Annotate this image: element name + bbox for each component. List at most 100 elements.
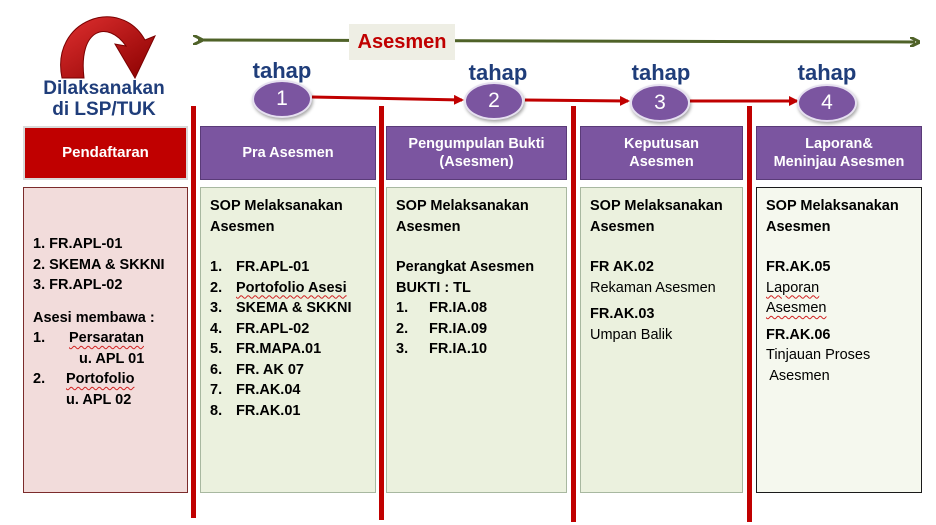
sub-title-line: BUKTI : TL xyxy=(396,279,471,296)
list-item-sub: u. APL 01 xyxy=(79,350,145,367)
list-item: 1. Persaratan xyxy=(33,328,187,349)
list-item-text: Portofolio Asesi xyxy=(236,279,347,296)
divider-3 xyxy=(571,106,576,522)
list-item: 8. FR.AK.01 xyxy=(210,401,375,422)
header-pengumpulan-line-1: Pengumpulan Bukti xyxy=(408,136,545,152)
list-item-number: 5. xyxy=(210,341,223,357)
pengumpulan-box: SOP Melaksanakan Asesmen Perangkat Asesm… xyxy=(386,187,567,493)
list-item-text: FR.APL-02 xyxy=(236,320,310,337)
form-code: FR AK.02 xyxy=(590,259,654,275)
stage-circle-4: 4 xyxy=(797,84,857,122)
laporan-box: SOP Melaksanakan Asesmen FR.AK.05 Lapora… xyxy=(756,187,922,493)
tahap-label-4: tahap xyxy=(797,60,857,85)
stage-circle-1: 1 xyxy=(252,80,312,118)
list-item-text: FR.IA.10 xyxy=(429,341,488,357)
header-laporan-line-2: Meninjau Asesmen xyxy=(773,154,905,170)
tahap-label-1: tahap xyxy=(252,58,312,83)
box-title-line: Asesmen xyxy=(590,218,655,235)
box-title-line: SOP Melaksanakan xyxy=(766,198,899,214)
list-item-text: FR.AK.01 xyxy=(236,402,301,419)
list-item-number: 3. xyxy=(210,300,223,316)
list-item-text: FR. AK 07 xyxy=(236,361,304,378)
form-desc: Tinjauan Proses xyxy=(766,347,871,363)
header-laporan-line-1: Laporan& xyxy=(805,136,873,152)
list-item-sub: u. APL 02 xyxy=(66,391,132,408)
divider-1 xyxy=(191,106,196,518)
list-item-label: Persaratan xyxy=(69,330,144,346)
list-item-number: 1. xyxy=(33,330,46,346)
sub-title-line: Perangkat Asesmen xyxy=(396,259,535,275)
left-title-line-1: Dilaksanakan xyxy=(43,78,165,99)
list-item-number: 2. xyxy=(33,371,46,387)
list-item-number: 1. xyxy=(396,300,409,316)
box-title-line: Asesmen xyxy=(766,218,831,235)
form-desc: Asesmen xyxy=(766,367,830,384)
list-item-number: 4. xyxy=(210,320,223,337)
asesmen-span-arrow xyxy=(198,40,915,42)
list-item: 2. Portofolio xyxy=(33,369,187,390)
flow-arrow-1-2 xyxy=(311,94,464,105)
header-pengumpulan-bukti: Pengumpulan Bukti (Asesmen) xyxy=(386,126,567,180)
tahap-label-2: tahap xyxy=(468,60,528,85)
form-desc: Asesmen xyxy=(766,298,921,319)
form-code: FR.AK.03 xyxy=(590,306,655,322)
header-pengumpulan-line-2: (Asesmen) xyxy=(439,154,514,170)
list-item: 3. FR.IA.10 xyxy=(396,339,566,360)
list-item-text: FR.APL-01 xyxy=(236,259,310,275)
list-item-number: 2. xyxy=(210,279,223,296)
list-item: 1. FR.APL-01 xyxy=(33,236,123,252)
pendaftaran-box: 1. FR.APL-01 2. SKEMA & SKKNI 3. FR.APL-… xyxy=(23,187,188,493)
list-item-text: FR.IA.09 xyxy=(429,320,488,337)
list-item-number: 8. xyxy=(210,402,223,419)
stage-circle-2: 2 xyxy=(464,82,524,120)
stage-circle-3: 3 xyxy=(630,84,690,122)
list-item: 5. FR.MAPA.01 xyxy=(210,339,375,360)
left-title-line-2: di LSP/TUK xyxy=(52,99,156,120)
list-item-number: 1. xyxy=(210,259,223,275)
asesi-label: Asesi membawa : xyxy=(33,309,155,326)
header-keputusan-line-2: Asesmen xyxy=(629,154,694,170)
left-title: Dilaksanakan di LSP/TUK xyxy=(34,78,174,120)
list-item-number: 3. xyxy=(396,341,409,357)
box-title-line: SOP Melaksanakan xyxy=(590,198,723,214)
list-item-number: 6. xyxy=(210,361,223,378)
tahap-label-3: tahap xyxy=(631,60,691,85)
pra-asesmen-box: SOP Melaksanakan Asesmen 1. FR.APL-01 2. P… xyxy=(200,187,376,493)
form-desc: Umpan Balik xyxy=(590,326,673,343)
list-item: 2. FR.IA.09 xyxy=(396,319,566,340)
list-item: 1. FR.IA.08 xyxy=(396,298,566,319)
list-item: 3. SKEMA & SKKNI xyxy=(210,298,375,319)
asesmen-label: Asesmen xyxy=(349,24,455,60)
list-item-label: Portofolio xyxy=(66,371,135,387)
list-item: 3. FR.APL-02 xyxy=(33,277,123,293)
list-item: 2. SKEMA & SKKNI xyxy=(33,256,165,273)
list-item-text: FR.AK.04 xyxy=(236,382,301,398)
list-item: 7. FR.AK.04 xyxy=(210,380,375,401)
list-item-text: SKEMA & SKKNI xyxy=(236,300,352,316)
form-desc-text: Laporan xyxy=(766,279,820,296)
header-pendaftaran: Pendaftaran xyxy=(23,126,188,180)
header-laporan: Laporan& Meninjau Asesmen xyxy=(756,126,922,180)
form-code: FR.AK.05 xyxy=(766,259,831,275)
flow-arrow-2-3 xyxy=(524,95,630,106)
form-code: FR.AK.06 xyxy=(766,326,831,343)
list-item-number: 7. xyxy=(210,382,223,398)
list-item-number: 2. xyxy=(396,320,409,337)
divider-4 xyxy=(747,106,752,522)
form-desc-text: Asesmen xyxy=(766,300,827,316)
list-item: 2. Portofolio Asesi xyxy=(210,278,375,299)
keputusan-box: SOP Melaksanakan Asesmen FR AK.02 Rekama… xyxy=(580,187,743,493)
list-item: 1. FR.APL-01 xyxy=(210,257,375,278)
form-desc: Rekaman Asesmen xyxy=(590,279,716,296)
form-desc: Laporan xyxy=(766,278,921,299)
list-item-text: FR.MAPA.01 xyxy=(236,341,322,357)
box-title-line: Asesmen xyxy=(210,218,275,235)
list-item-text: FR.IA.08 xyxy=(429,300,488,316)
header-keputusan: Keputusan Asesmen xyxy=(580,126,743,180)
box-title-line: SOP Melaksanakan xyxy=(396,198,529,214)
list-item: 4. FR.APL-02 xyxy=(210,319,375,340)
box-title-line: SOP Melaksanakan xyxy=(210,198,343,214)
curved-arrow-icon xyxy=(60,16,157,80)
header-pra-asesmen: Pra Asesmen xyxy=(200,126,376,180)
